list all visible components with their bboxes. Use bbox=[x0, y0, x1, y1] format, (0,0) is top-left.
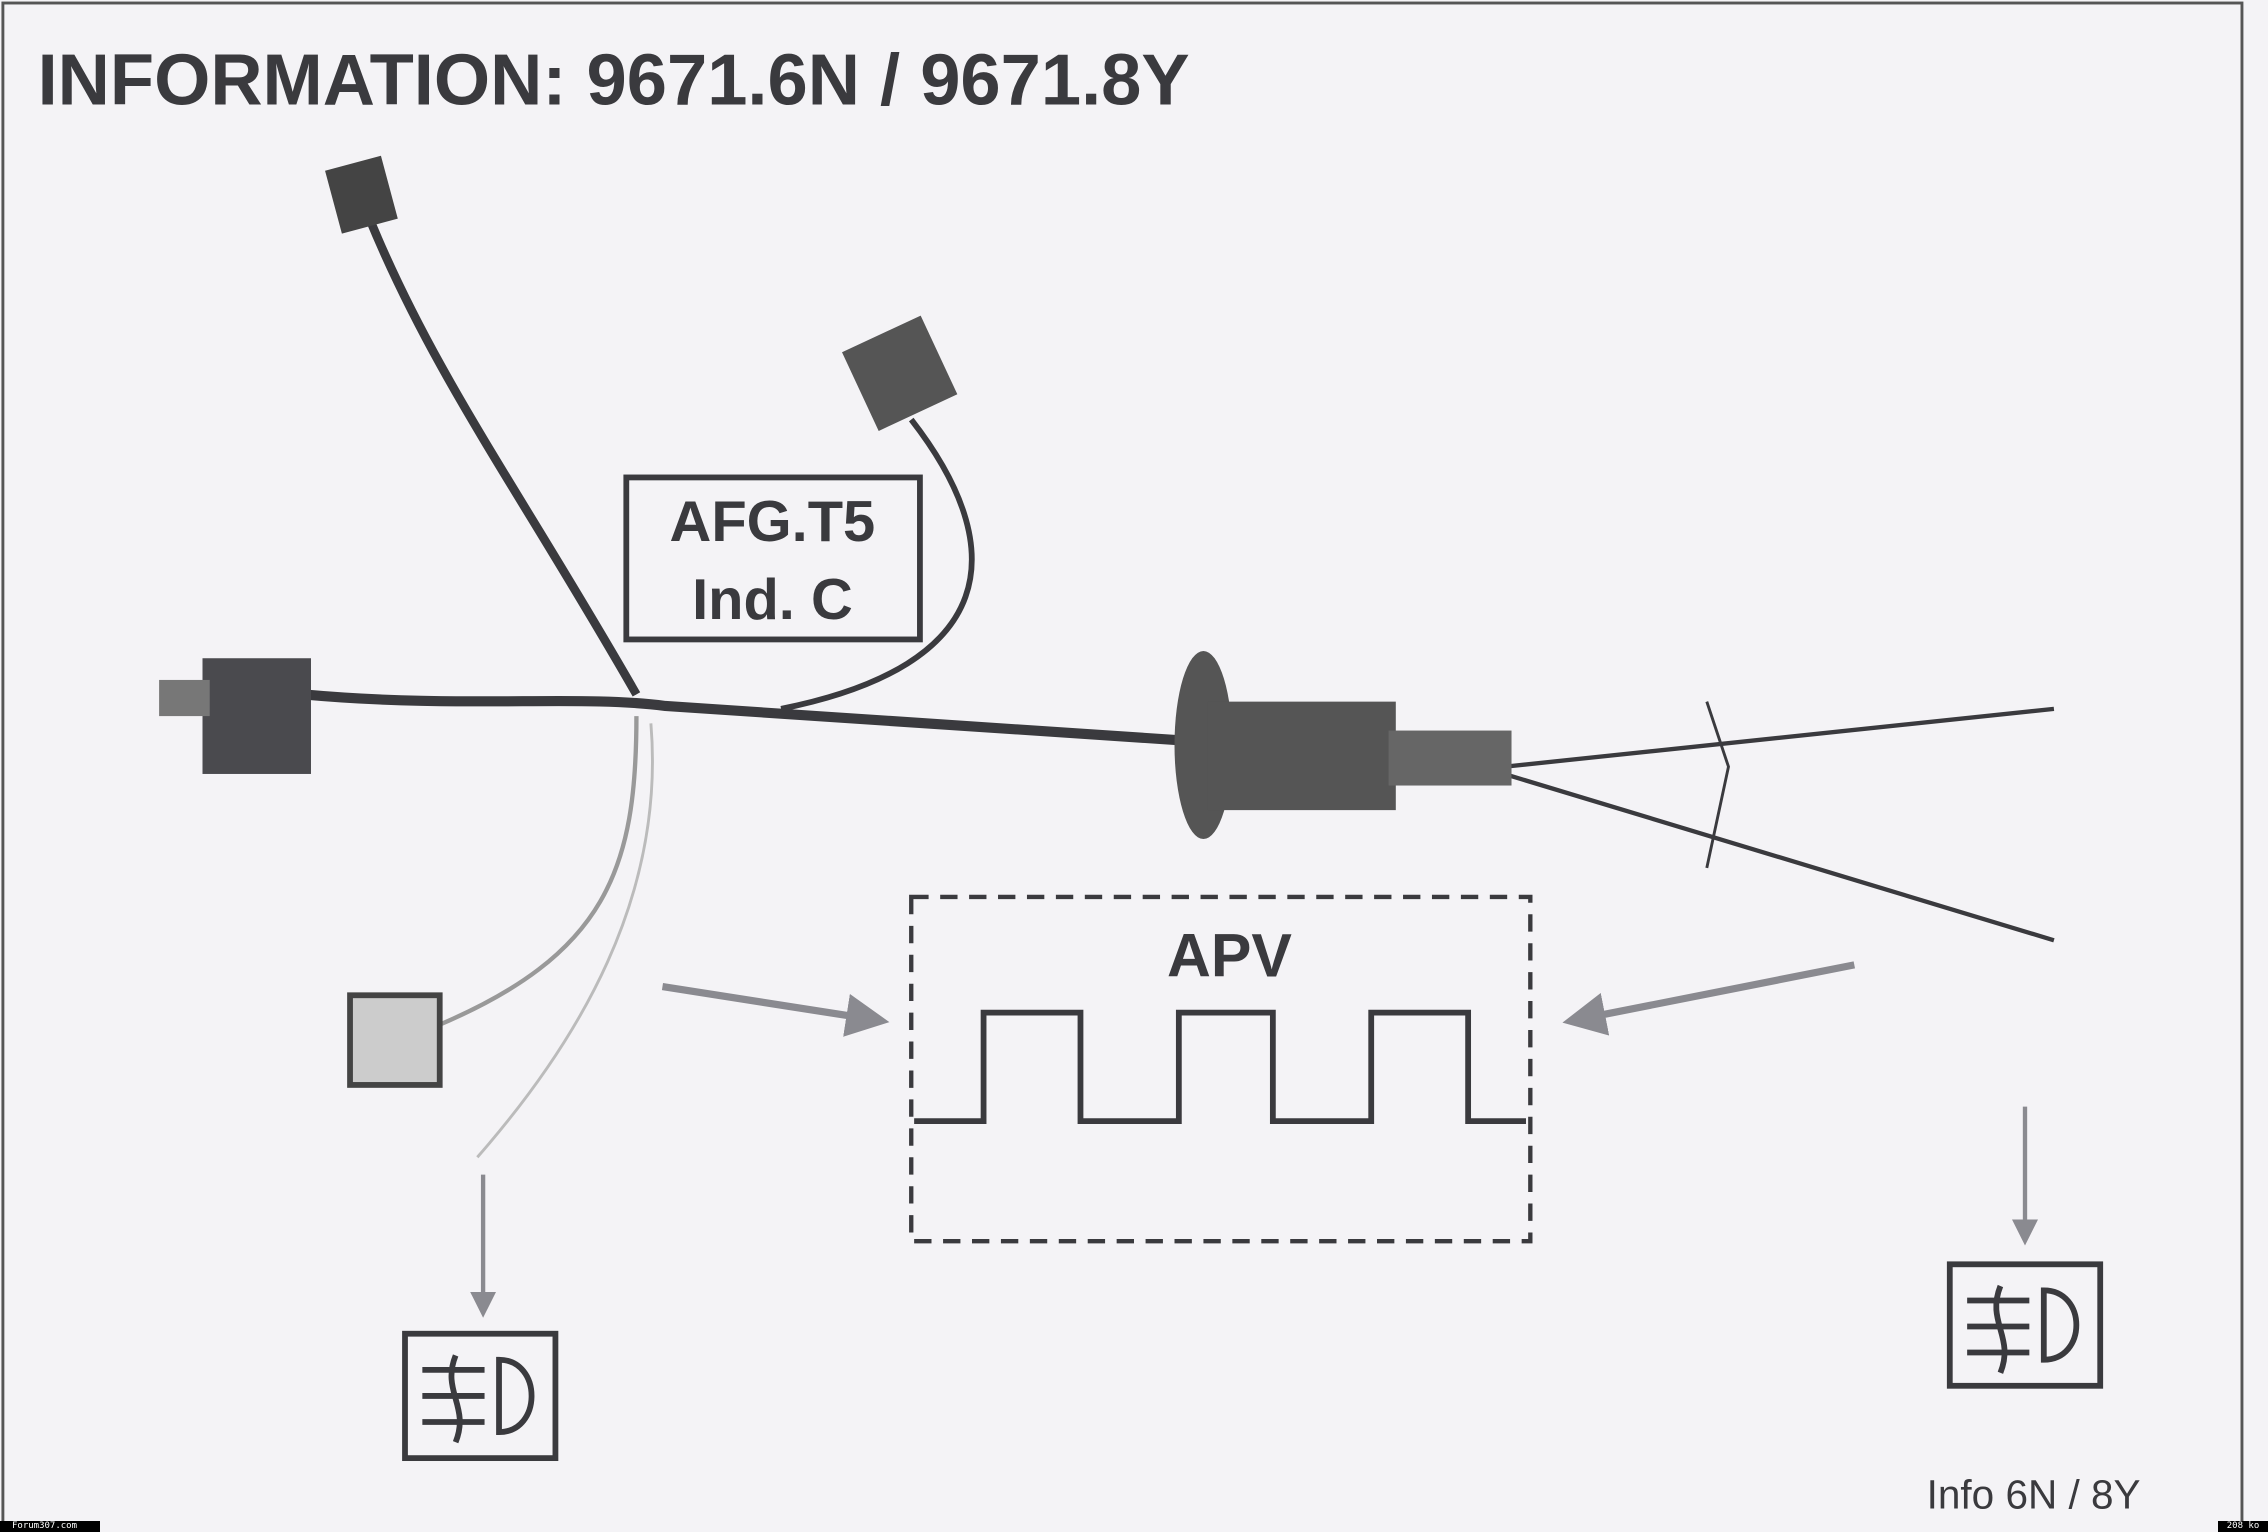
grommet bbox=[1174, 651, 1512, 840]
arrow-right-to-apv bbox=[1562, 961, 1856, 1036]
connector-left-main bbox=[159, 658, 311, 774]
wire-harness bbox=[303, 215, 2055, 1159]
apv-label: APV bbox=[1167, 921, 1292, 989]
footer-note: Info 6N / 8Y bbox=[1927, 1472, 2141, 1518]
afg-label-line1: AFG.T5 bbox=[670, 490, 876, 554]
connector-top bbox=[325, 155, 398, 234]
afg-label-line2: Ind. C bbox=[692, 568, 853, 632]
apv-signal-box: APV bbox=[909, 894, 1533, 1244]
arrow-left-to-apv bbox=[661, 983, 890, 1037]
page-title: INFORMATION: 9671.6N / 9671.8Y bbox=[38, 40, 1190, 120]
watermark-left: Forum307.com bbox=[0, 1521, 100, 1532]
fog-light-icon bbox=[402, 1330, 559, 1462]
square-wave bbox=[914, 1009, 1526, 1124]
afg-label-box: AFG.T5 Ind. C bbox=[623, 474, 923, 643]
connector-bottom-left bbox=[347, 992, 443, 1088]
fog-light-icon bbox=[1946, 1261, 2104, 1389]
arrows bbox=[470, 961, 2039, 1318]
watermark-right: 208 ko bbox=[2218, 1521, 2268, 1532]
connector-right-top bbox=[842, 315, 958, 431]
